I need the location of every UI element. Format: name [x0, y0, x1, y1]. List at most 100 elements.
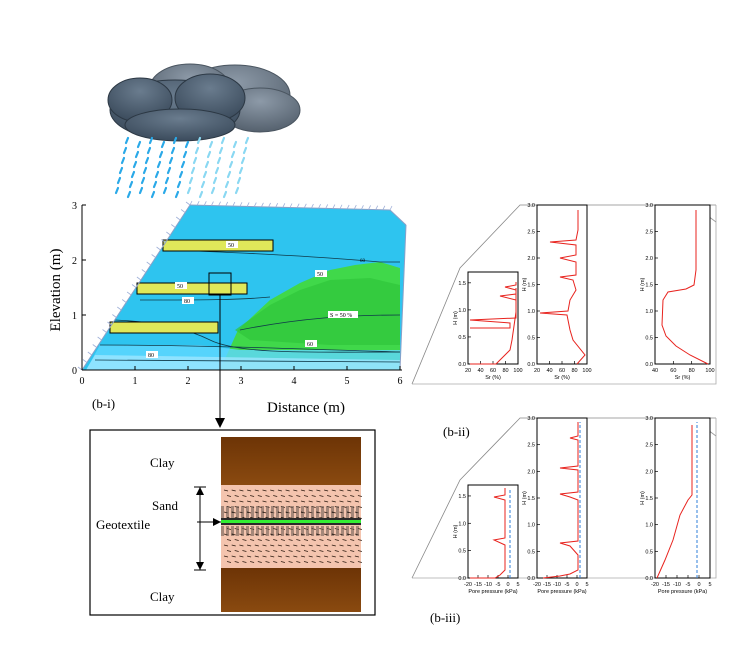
sand-grain: [288, 561, 293, 563]
slope-hatch: [136, 276, 142, 281]
sand-grain: [262, 533, 267, 536]
h-tick-label: 0.5: [527, 549, 535, 555]
rain-drop: [148, 136, 154, 145]
sand-grain: [334, 495, 339, 497]
sand-grain: [265, 539, 270, 541]
sand-grain: [316, 511, 321, 514]
h-tick-label: 1.0: [645, 523, 653, 529]
sand-grain: [334, 539, 339, 541]
top-hatch: [189, 200, 193, 206]
rain-drop: [194, 146, 200, 155]
sand-grain: [316, 489, 321, 492]
sand-grain: [280, 561, 285, 563]
h-tick-label: 0.0: [458, 576, 466, 582]
rain-drop: [172, 136, 178, 145]
rain-drop: [234, 186, 240, 195]
slope-hatch: [180, 209, 186, 213]
sand-grain: [231, 500, 236, 503]
contour-labels: 50 50 50 80 S = 50 % 60 80 60: [146, 241, 366, 359]
sand-grain: [262, 544, 267, 547]
x-tick-label: 80: [689, 368, 695, 374]
rain-drop: [186, 186, 192, 195]
sand-grain: [231, 555, 236, 558]
sand-grain: [331, 555, 336, 558]
h-tick-label: 3.0: [527, 203, 535, 209]
x-tick-label: 20: [465, 368, 471, 374]
sand-grain: [331, 511, 336, 514]
rain-drop: [116, 176, 122, 185]
sand-grain: [231, 544, 236, 547]
slope-hatch: [151, 254, 156, 258]
svg-text:3: 3: [72, 201, 77, 212]
top-hatch: [361, 205, 364, 210]
sand-grain: [288, 539, 293, 541]
h-tick-label: 0.5: [527, 336, 535, 342]
h-tick-label: 2.5: [645, 443, 653, 449]
x-tick-label: 100: [513, 368, 522, 374]
sand-grain: [324, 489, 329, 492]
profile-curve: [656, 425, 693, 579]
rain-drop: [236, 176, 242, 185]
sand-grain: [311, 550, 316, 552]
svg-text:3: 3: [239, 376, 244, 387]
sand-grain: [280, 495, 285, 497]
geotextile-layers: [109, 239, 274, 334]
sand-grain: [239, 489, 244, 492]
sand-grain: [303, 550, 309, 552]
sand-grain: [262, 555, 267, 558]
sand-grain: [277, 555, 282, 558]
sand-grain: [296, 550, 301, 552]
sand-grain: [239, 544, 244, 547]
slope-hatch: [77, 366, 83, 371]
sand-grain: [319, 495, 324, 497]
top-hatch: [296, 203, 300, 208]
h-tick-label: 0.0: [645, 362, 653, 368]
rain-cloud-icon: [107, 63, 301, 199]
h-axis-label: H (m): [522, 277, 528, 291]
contour-label: 50: [228, 243, 234, 249]
rain-drop: [208, 140, 214, 149]
h-tick-label: 3.0: [645, 416, 653, 422]
sand-grain: [316, 533, 321, 536]
rain-drop: [212, 176, 218, 185]
sand-grain: [254, 555, 259, 558]
slope-hatch: [102, 329, 107, 333]
profile-curve: [469, 288, 517, 329]
rain-drop: [202, 170, 208, 179]
x-tick-label: 100: [705, 368, 714, 374]
sand-grain: [327, 495, 332, 497]
top-hatch: [253, 202, 257, 207]
x-tick-label: 5: [708, 582, 711, 588]
h-tick-label: 2.0: [527, 469, 535, 475]
sand-grain: [234, 539, 239, 541]
sand-grain: [350, 561, 355, 563]
sand-grain: [331, 533, 336, 536]
sand-grain: [350, 539, 355, 541]
rain-drop: [232, 140, 238, 149]
h-tick-label: 0.0: [458, 362, 466, 368]
slope-hatch: [131, 284, 137, 288]
sand-grain: [257, 561, 262, 563]
sand-grain: [257, 550, 262, 552]
h-tick-label: 2.0: [527, 256, 535, 262]
sand-grain: [223, 489, 229, 492]
rain-drop: [158, 150, 164, 159]
sand-grain: [331, 500, 336, 503]
h-tick-label: 0.0: [527, 362, 535, 368]
sand-grain: [334, 550, 339, 552]
sand-grain: [342, 539, 347, 541]
sand-grain: [285, 555, 290, 558]
x-tick-label: 80: [502, 368, 508, 374]
sand-grain: [270, 500, 275, 503]
h-tick-label: 2.5: [645, 230, 653, 236]
top-hatch: [211, 201, 214, 206]
h-tick-label: 1.0: [645, 309, 653, 315]
x-tick-label: 100: [582, 368, 591, 374]
rain-drop: [126, 190, 132, 199]
x-tick-label: 60: [559, 368, 565, 374]
sand-grain: [273, 539, 278, 541]
x-axis-label: Distance (m): [267, 400, 345, 416]
rain-drop: [122, 146, 128, 155]
rain-drop: [218, 146, 224, 155]
